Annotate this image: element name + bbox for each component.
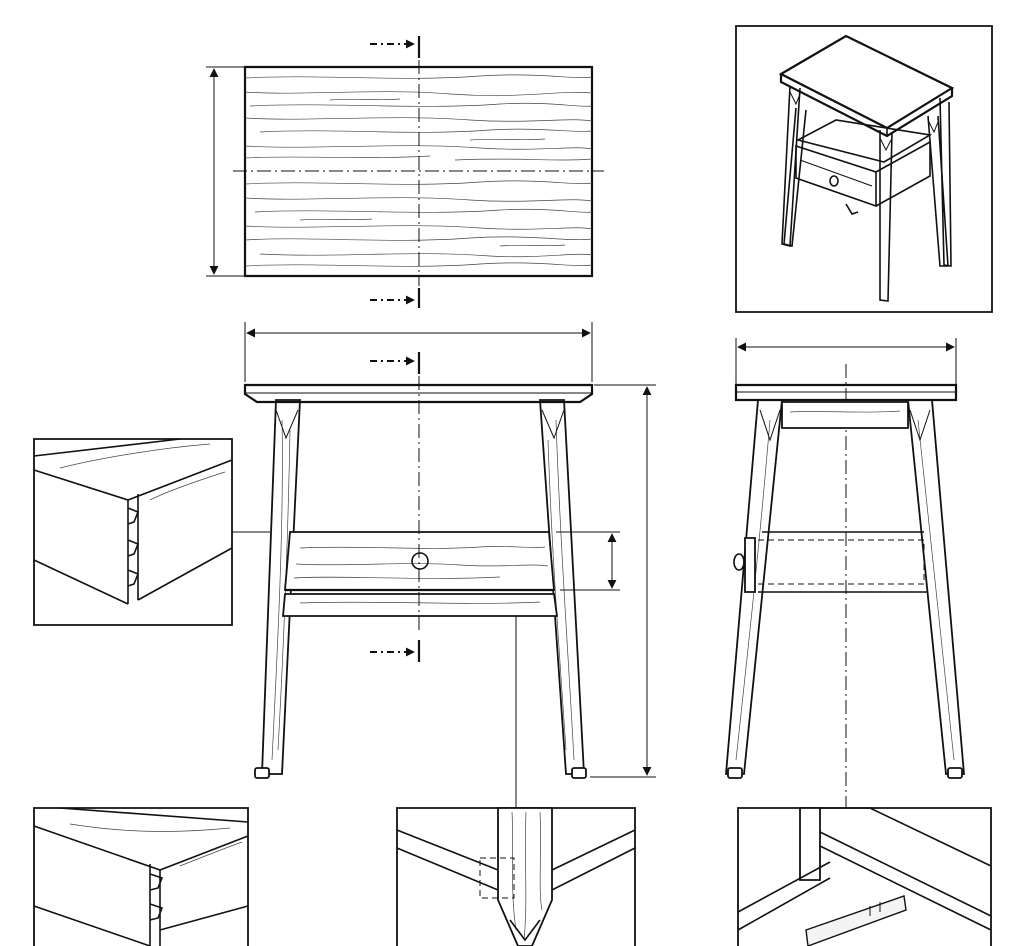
detail-drawer-dovetail-left (34, 439, 232, 625)
section-mark-top (370, 36, 419, 58)
hidden-drawer (748, 540, 924, 584)
isometric-view (736, 26, 992, 312)
front-tabletop (245, 385, 592, 402)
top-view (206, 36, 604, 308)
isometric-frame (736, 26, 992, 312)
section-mark-front-bottom (370, 640, 419, 662)
section-mark-bottom (370, 288, 419, 308)
section-mark-front-top (370, 352, 419, 374)
height-dimension (590, 385, 656, 777)
side-view (726, 338, 964, 808)
side-apron (782, 402, 908, 428)
detail-drawer-runner (738, 808, 991, 946)
drawer-height-dimension (556, 532, 620, 590)
drawer-knob (412, 553, 428, 569)
lower-rail (283, 594, 557, 616)
wood-grain-top (245, 75, 592, 266)
width-dimension-side (736, 338, 956, 384)
width-dimension-front (245, 322, 592, 382)
detail-leg-mortise-tenon (397, 808, 635, 946)
detail-drawer-dovetail-bottom (34, 808, 248, 946)
front-left-leg (262, 400, 300, 774)
front-view (232, 322, 656, 808)
depth-dimension (206, 67, 245, 276)
side-drawer-knob (734, 554, 744, 570)
